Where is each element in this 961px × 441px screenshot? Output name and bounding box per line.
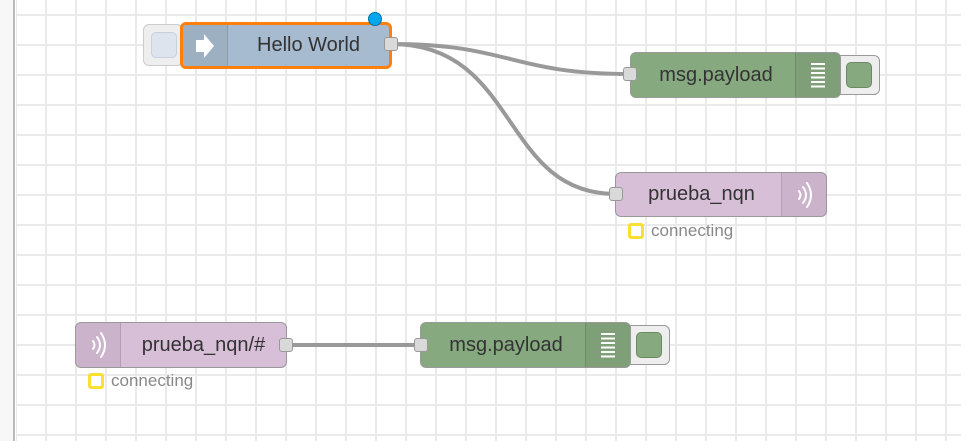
palette-edge [0,0,15,441]
debug-node-msg-payload-1[interactable]: msg.payload [630,52,841,98]
mqtt-out-node-prueba-nqn[interactable]: prueba_nqn [615,172,827,217]
inject-trigger-button[interactable] [143,24,183,66]
inject-trigger-button-face[interactable] [151,32,177,58]
node-label: msg.payload [659,63,773,86]
inject-node-hello-world[interactable]: Hello World [180,22,392,69]
wireless-signal-icon [92,332,106,358]
arrow-right-icon [196,33,214,58]
debug-toggle-button-face[interactable] [636,332,662,358]
input-port[interactable] [414,338,428,352]
debug-toggle-button[interactable] [834,55,880,95]
changed-indicator [368,12,382,26]
wire-inject-to-debug1[interactable] [390,42,631,76]
wire-inject-to-mqtt-out[interactable] [390,42,617,196]
debug-node-msg-payload-2[interactable]: msg.payload [420,322,631,368]
node-label: prueba_nqn/# [141,333,266,356]
debug-toggle-button[interactable] [624,325,670,365]
list-lines-icon [811,63,825,88]
status-connecting-icon [628,223,644,239]
wireless-signal-icon [798,181,812,208]
node-label: prueba_nqn [648,183,755,205]
status-connecting-icon [88,373,104,389]
mqtt-icon-area [781,173,826,216]
node-label: Hello World [257,34,360,56]
status-text: connecting [651,221,734,240]
debug-icon-area [795,53,840,97]
status-text: connecting [111,371,194,390]
list-lines-icon [601,333,615,358]
input-port[interactable] [623,67,637,81]
mqtt-icon-area [76,323,121,367]
output-port[interactable] [279,338,293,352]
output-port[interactable] [384,37,398,51]
debug-icon-area [585,323,630,367]
debug-toggle-button-face[interactable] [846,62,872,88]
mqtt-in-node-prueba-nqn-wildcard[interactable]: prueba_nqn/# [75,322,287,368]
inject-icon-area [183,25,228,66]
node-label: msg.payload [449,333,563,356]
input-port[interactable] [609,187,623,201]
node-status: connecting [628,221,733,241]
node-status: connecting [88,371,193,391]
